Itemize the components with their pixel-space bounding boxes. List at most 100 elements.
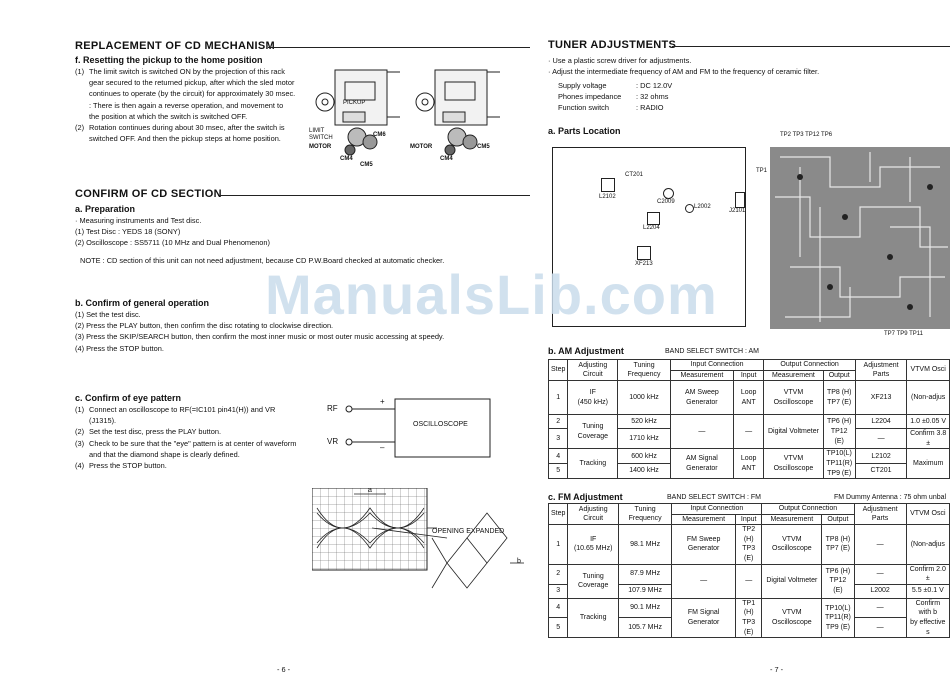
confirm-title: CONFIRM OF CD SECTION bbox=[75, 188, 222, 200]
cm4b-label: CM4 bbox=[440, 156, 453, 162]
table-cell: 1 bbox=[547, 524, 569, 565]
list-number: (2) bbox=[75, 123, 85, 133]
motor2-label: MOTOR bbox=[410, 144, 433, 150]
table-cell: TP10(L)TP11(R)TP9 (E) bbox=[822, 448, 856, 480]
replacement-title: REPLACEMENT OF CD MECHANISM bbox=[75, 40, 275, 52]
page-number-6: - 6 - bbox=[277, 665, 291, 674]
opening-expanded-label: OPENING EXPANDED bbox=[432, 528, 505, 535]
table-cell: — bbox=[853, 597, 907, 619]
switch-label: SWITCH bbox=[309, 135, 333, 141]
table-cell: Digital Voltmeter bbox=[761, 563, 823, 599]
table-cell: 107.9 MHz bbox=[617, 583, 673, 599]
parts-location-board: CT201 L2102 C2009 L2002 L2204 J2101 XF21… bbox=[552, 147, 746, 327]
table-cell: Input Connection bbox=[669, 359, 765, 371]
list-item: and that the diamond shape is clearly de… bbox=[75, 449, 315, 460]
table-cell: L2002 bbox=[853, 583, 907, 599]
table-cell: (Non-adjus bbox=[906, 380, 950, 416]
spec-row: Phones impedance: 32 ohms bbox=[558, 91, 758, 102]
list-item: continues to operate (by the circuit) fo… bbox=[75, 88, 310, 99]
table-cell: Output bbox=[821, 513, 855, 526]
list-item: (2)Rotation continues during about 30 ms… bbox=[75, 122, 310, 133]
list-text: Press the STOP button. bbox=[89, 461, 167, 471]
table-cell: 3 bbox=[547, 583, 569, 599]
j2101-part bbox=[735, 192, 745, 208]
table-cell: 105.7 MHz bbox=[617, 617, 673, 639]
list-text: gear secured to the returned pickup, aft… bbox=[89, 78, 295, 88]
list-number: (1) bbox=[75, 67, 85, 76]
table-cell: 2 bbox=[547, 563, 569, 585]
table-cell: TP2 (H)TP3 (E) bbox=[734, 524, 763, 565]
table-cell: 98.1 MHz bbox=[617, 524, 673, 565]
limit-label: LIMIT bbox=[309, 128, 325, 134]
table-cell: 2 bbox=[547, 414, 569, 430]
table-cell: VTVM Osci bbox=[906, 358, 950, 382]
list-number: (3) bbox=[75, 438, 85, 448]
confirm-rule bbox=[218, 195, 530, 196]
l2204-part bbox=[647, 212, 660, 225]
plus-label: + bbox=[380, 397, 385, 406]
table-cell: VTVM Oscilloscope bbox=[763, 380, 824, 416]
list-number: (2) bbox=[75, 427, 85, 437]
a-label: a bbox=[368, 487, 372, 494]
table-cell: VTVM Oscilloscope bbox=[761, 524, 823, 565]
reset-list: (1)The limit switch is switched ON by th… bbox=[75, 66, 310, 144]
pcb-photo bbox=[770, 147, 950, 329]
l2102-label: L2102 bbox=[599, 194, 616, 200]
list-item: gear secured to the returned pickup, aft… bbox=[75, 77, 310, 88]
note-text: NOTE : CD section of this unit can not n… bbox=[80, 256, 445, 265]
list-text: the position at which the switch is swit… bbox=[89, 111, 248, 121]
table-cell: Tuning Coverage bbox=[567, 414, 619, 450]
table-cell: TP8 (H)TP7 (E) bbox=[822, 380, 856, 416]
table-cell: TP6 (H)TP12 (E) bbox=[822, 414, 856, 450]
title-rule bbox=[268, 47, 530, 48]
list-item: (J1315). bbox=[75, 415, 315, 426]
reset-title: f. Resetting the pickup to the home posi… bbox=[75, 55, 263, 65]
tuner-rule bbox=[672, 46, 950, 47]
table-cell: Loop ANT bbox=[732, 380, 765, 416]
table-cell: CT201 bbox=[854, 463, 908, 480]
list-item: (3) Press the SKIP/SEARCH button, then c… bbox=[75, 332, 445, 342]
list-item: (2)Set the test disc, press the PLAY but… bbox=[75, 426, 315, 437]
list-item: (2) Oscilloscope : SS5711 (10 MHz and Du… bbox=[75, 238, 270, 248]
table-cell: Input bbox=[732, 369, 765, 382]
general-title: b. Confirm of general operation bbox=[75, 298, 210, 308]
general-list: (1) Set the test disc.(2) Press the PLAY… bbox=[75, 309, 535, 354]
table-cell: Input bbox=[734, 513, 763, 526]
table-cell: Adjustment Parts bbox=[854, 358, 908, 382]
table-cell: 4 bbox=[547, 448, 569, 465]
table-cell: TP8 (H)TP7 (E) bbox=[821, 524, 855, 565]
table-cell: Output Connection bbox=[763, 359, 856, 371]
vr-label: VR bbox=[327, 437, 339, 446]
ct201-label: CT201 bbox=[625, 172, 644, 178]
prep-title: a. Preparation bbox=[75, 204, 136, 214]
cd-mechanism-illustration: PICKUP LIMIT SWITCH MOTOR CM4 CM5 CM6 MO… bbox=[305, 62, 505, 172]
am-title: b. AM Adjustment bbox=[548, 346, 624, 356]
table-cell: 3 bbox=[547, 428, 569, 450]
motor-label: MOTOR bbox=[309, 144, 332, 150]
eye-list: (1)Connect an oscilloscope to RF(=IC101 … bbox=[75, 404, 315, 471]
table-cell: Loop ANT bbox=[732, 448, 765, 480]
table-cell: Measurement bbox=[763, 369, 824, 382]
table-cell: L2204 bbox=[854, 414, 908, 430]
prep-list: · Measuring instruments and Test disc.(1… bbox=[75, 215, 515, 249]
table-cell: 5.5 ±0.1 V bbox=[905, 583, 950, 599]
rf-label: RF bbox=[327, 404, 338, 413]
page-number-7: - 7 - bbox=[770, 665, 784, 674]
j2101-label: J2101 bbox=[729, 208, 746, 214]
table-cell: XF213 bbox=[854, 380, 908, 416]
table-cell: (Non-adjus bbox=[905, 524, 950, 565]
list-text: switched OFF. And then the pickup steps … bbox=[89, 134, 281, 144]
table-cell: VTVM Oscilloscope bbox=[763, 448, 824, 480]
table-cell: — bbox=[853, 617, 907, 639]
l2204-label: L2204 bbox=[643, 225, 660, 231]
table-cell: Confirm 2.0 ± bbox=[905, 563, 950, 585]
